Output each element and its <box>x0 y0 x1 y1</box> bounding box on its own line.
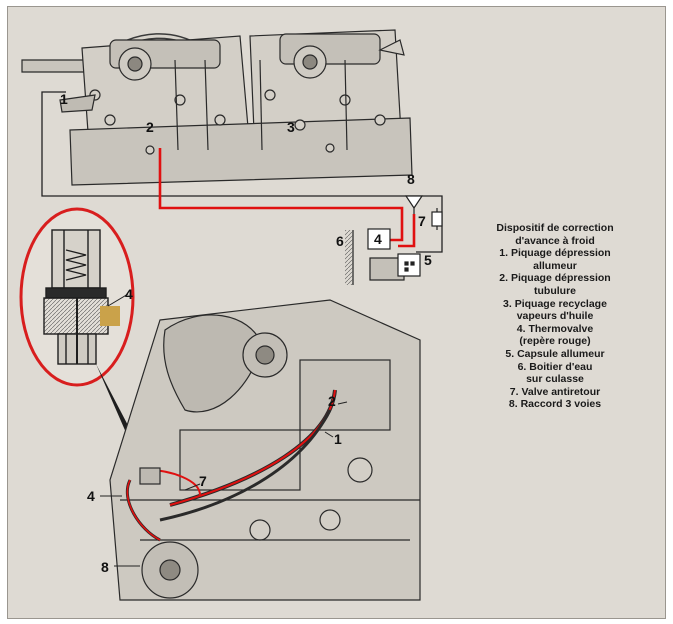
legend-item-line: 4. Thermovalve <box>516 322 594 335</box>
legend-item-4: 4. Thermovalve (repère rouge) <box>470 323 640 348</box>
vacuum-line-red-2 <box>398 214 416 248</box>
callout-engine-4: 4 <box>87 488 95 504</box>
legend-title-line: d'avance à froid <box>515 234 595 247</box>
legend-item-line: vapeurs d'huile <box>516 310 594 323</box>
legend-item-line: 5. Capsule allumeur <box>505 347 605 360</box>
legend-item-7: 7. Valve antiretour <box>470 386 640 399</box>
legend-item-line: (repère rouge) <box>519 335 591 348</box>
legend-item-2: 2. Piquage dépression tubulure <box>470 272 640 297</box>
legend-title-line: Dispositif de correction <box>496 222 614 234</box>
legend-item-8: 8. Raccord 3 voies <box>470 398 640 411</box>
legend-item-line: 1. Piquage dépression <box>499 247 611 260</box>
legend-item-line: 3. Piquage recyclage <box>503 297 607 310</box>
legend-item-line: allumeur <box>533 259 577 272</box>
legend-item-3: 3. Piquage recyclage vapeurs d'huile <box>470 298 640 323</box>
callout-circuit-8: 8 <box>407 171 415 187</box>
callout-engine-7: 7 <box>199 473 207 489</box>
vacuum-line-red <box>158 148 404 242</box>
legend-title: Dispositif de correction d'avance à froi… <box>470 222 640 247</box>
legend-item-line: 7. Valve antiretour <box>509 385 601 398</box>
legend-item-1: 1. Piquage dépression allumeur <box>470 247 640 272</box>
legend: Dispositif de correction d'avance à froi… <box>470 222 640 411</box>
legend-item-line: tubulure <box>534 284 576 297</box>
callout-engine-1: 1 <box>334 431 342 447</box>
callout-engine-2: 2 <box>328 393 336 409</box>
callout-engine-8: 8 <box>101 559 109 575</box>
callout-circuit-5: 5 <box>424 252 432 268</box>
legend-item-5: 5. Capsule allumeur <box>470 348 640 361</box>
callout-carb-2: 2 <box>146 119 154 135</box>
thermovalve-detail <box>19 207 144 460</box>
legend-item-line: 8. Raccord 3 voies <box>508 398 602 411</box>
callout-carb-3: 3 <box>287 119 295 135</box>
legend-item-6: 6. Boitier d'eau sur culasse <box>470 361 640 386</box>
legend-item-line: sur culasse <box>526 373 584 386</box>
engine-view <box>109 299 421 601</box>
legend-item-line: 6. Boitier d'eau <box>517 360 593 373</box>
callout-circuit-7: 7 <box>418 213 426 229</box>
legend-item-line: 2. Piquage dépression <box>499 272 611 285</box>
carburettor-assembly <box>21 29 413 186</box>
callout-detail-4: 4 <box>125 286 133 302</box>
circuit-schematic <box>345 195 443 285</box>
callout-circuit-4: 4 <box>374 231 382 247</box>
callout-circuit-6: 6 <box>336 233 344 249</box>
engine-leaders <box>100 293 348 567</box>
callout-carb-1: 1 <box>60 91 68 107</box>
